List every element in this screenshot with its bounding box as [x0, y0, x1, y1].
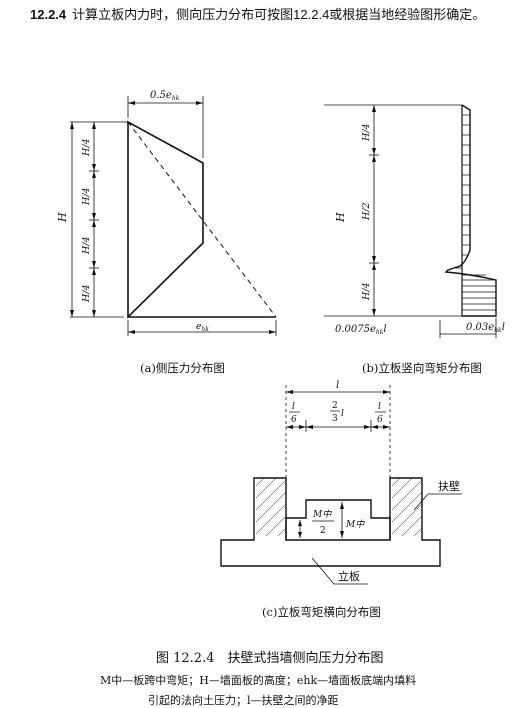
moment-hatching — [454, 114, 496, 311]
svg-text:M中: M中 — [312, 509, 332, 520]
b-left-value: 0.0075ehkl — [335, 324, 387, 336]
panel-label: 立板 — [338, 569, 360, 583]
triangular-pressure-line — [127, 121, 277, 318]
figure-title: 图 12.2.4 扶壁式挡墙侧向压力分布图 — [156, 650, 383, 666]
bottom-dimension-label: ehk — [196, 322, 209, 333]
seg4-label: H/4 — [81, 284, 92, 303]
panel-and-counterforts — [220, 477, 441, 567]
svg-text:l: l — [292, 402, 295, 412]
section-number: 12.2.4 — [30, 7, 67, 22]
svg-text:2: 2 — [332, 401, 338, 411]
svg-text:6: 6 — [377, 415, 383, 425]
figure-b-vertical-moment: H/4 H/2 H/4 H — [324, 104, 505, 375]
figure-c-caption: (c)立板弯矩横向分布图 — [262, 605, 381, 619]
b-right-value: 0.03ehkl — [466, 322, 505, 334]
left-fraction: l 6 — [289, 402, 300, 425]
b-seg2-label: H/2 — [361, 202, 372, 221]
b-total-label: H — [334, 212, 347, 223]
figure-b-caption: (b)立板竖向弯矩分布图 — [362, 361, 482, 375]
svg-text:l: l — [378, 402, 381, 412]
right-fraction: l 6 — [375, 402, 386, 425]
total-height-label: H — [56, 212, 69, 223]
figure-a-caption: (a)侧压力分布图 — [140, 361, 225, 375]
figure-a-lateral-pressure: 0.5ehk H H/4 H/4 H/4 H/4 ehk (a)侧压力分布图 — [56, 90, 277, 375]
top-dimension-label: 0.5ehk — [150, 90, 180, 102]
moment-label: M中 — [345, 519, 365, 530]
figure-c-transverse-moment: l l 6 2 3 l l 6 — [220, 380, 462, 619]
seg2-label: H/4 — [81, 187, 92, 206]
b-seg1-label: H/4 — [361, 123, 372, 142]
figure-note-line-2: 引起的法向土压力；l—扶壁之间的净距 — [148, 693, 339, 707]
pressure-diagram — [127, 120, 204, 319]
svg-text:6: 6 — [291, 415, 297, 425]
counterfort-hatching — [255, 477, 423, 537]
svg-text:2: 2 — [320, 526, 326, 536]
seg3-label: H/4 — [81, 236, 92, 255]
svg-text:3: 3 — [332, 414, 338, 424]
panel-leader — [311, 557, 368, 585]
seg1-label: H/4 — [81, 138, 92, 157]
svg-text:l: l — [341, 409, 344, 419]
counterfort-label: 扶壁 — [438, 479, 460, 493]
half-moment-fraction: M中 2 — [312, 509, 334, 536]
moment-curve — [444, 104, 497, 317]
section-text: 计算立板内力时，侧向压力分布可按图12.2.4或根据当地经验图形确定。 — [72, 7, 486, 22]
span-label: l — [336, 380, 339, 391]
transverse-moment-diagram — [285, 499, 391, 540]
section-heading: 12.2.4 计算立板内力时，侧向压力分布可按图12.2.4或根据当地经验图形确定… — [30, 4, 528, 23]
middle-fraction: 2 3 l — [330, 401, 344, 424]
counterfort-leader — [413, 493, 462, 511]
figure-note-line-1: M中—板跨中弯矩；H—墙面板的高度；ehk—墙面板底端内填料 — [100, 673, 416, 687]
b-seg3-label: H/4 — [361, 282, 372, 301]
